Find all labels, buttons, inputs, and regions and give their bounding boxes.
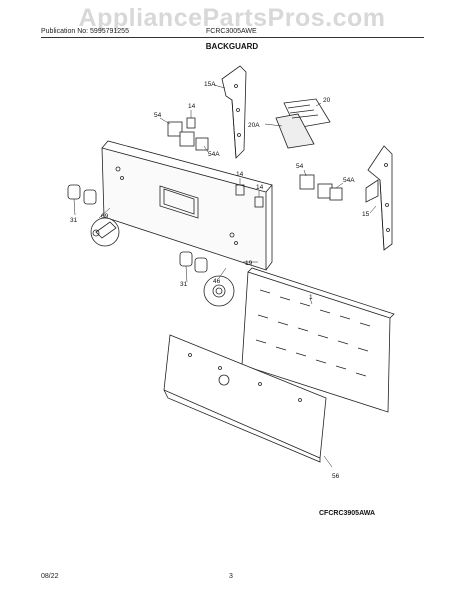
exploded-parts-diagram: 15A 14 20 20A 54 54A 14 14 54 54A 15 31 …	[67, 65, 395, 480]
detail-circle-69	[90, 217, 120, 247]
label-15a: 15A	[204, 81, 216, 88]
label-20: 20	[323, 97, 331, 104]
knobs-left	[67, 184, 97, 205]
label-14-right: 14	[256, 184, 264, 191]
label-19: 19	[245, 260, 253, 267]
footer-date: 08/22	[41, 573, 59, 580]
label-56: 56	[332, 473, 340, 480]
label-46: 46	[213, 278, 221, 285]
label-69: 69	[101, 213, 109, 220]
header-divider	[41, 37, 424, 38]
label-54-left: 54	[154, 112, 162, 119]
control-board	[275, 98, 331, 149]
side-bracket-15a	[221, 65, 247, 159]
rear-panel	[241, 267, 395, 413]
label-54a-right: 54A	[343, 177, 355, 184]
leader-lines	[73, 84, 377, 468]
label-15: 15	[362, 211, 370, 218]
label-54-right: 54	[296, 163, 304, 170]
detail-circle-46	[203, 275, 235, 307]
label-20a: 20A	[248, 122, 260, 129]
switch-14-top	[186, 117, 196, 129]
label-14-middle: 14	[236, 171, 244, 178]
label-31-left: 31	[70, 217, 78, 224]
diagram-code: CFCRC3905AWA	[319, 510, 376, 517]
publication-number: Publication No: 5995791255	[41, 28, 129, 35]
label-31-right: 31	[180, 281, 188, 288]
label-1: 1	[309, 294, 313, 301]
side-bracket-15	[365, 145, 393, 251]
label-54a-left: 54A	[208, 151, 220, 158]
watermark: AppliancePartsPros.com	[78, 4, 386, 32]
control-panel	[101, 140, 273, 271]
model-number: FCRC3005AWE	[206, 28, 257, 35]
infinite-switches-left	[167, 121, 209, 151]
section-title: BACKGUARD	[205, 42, 259, 51]
lower-back-panel	[163, 334, 327, 463]
infinite-switches-right	[299, 174, 343, 201]
label-14-top: 14	[188, 103, 196, 110]
footer-page-number: 3	[229, 573, 233, 580]
knobs-right	[179, 251, 208, 273]
